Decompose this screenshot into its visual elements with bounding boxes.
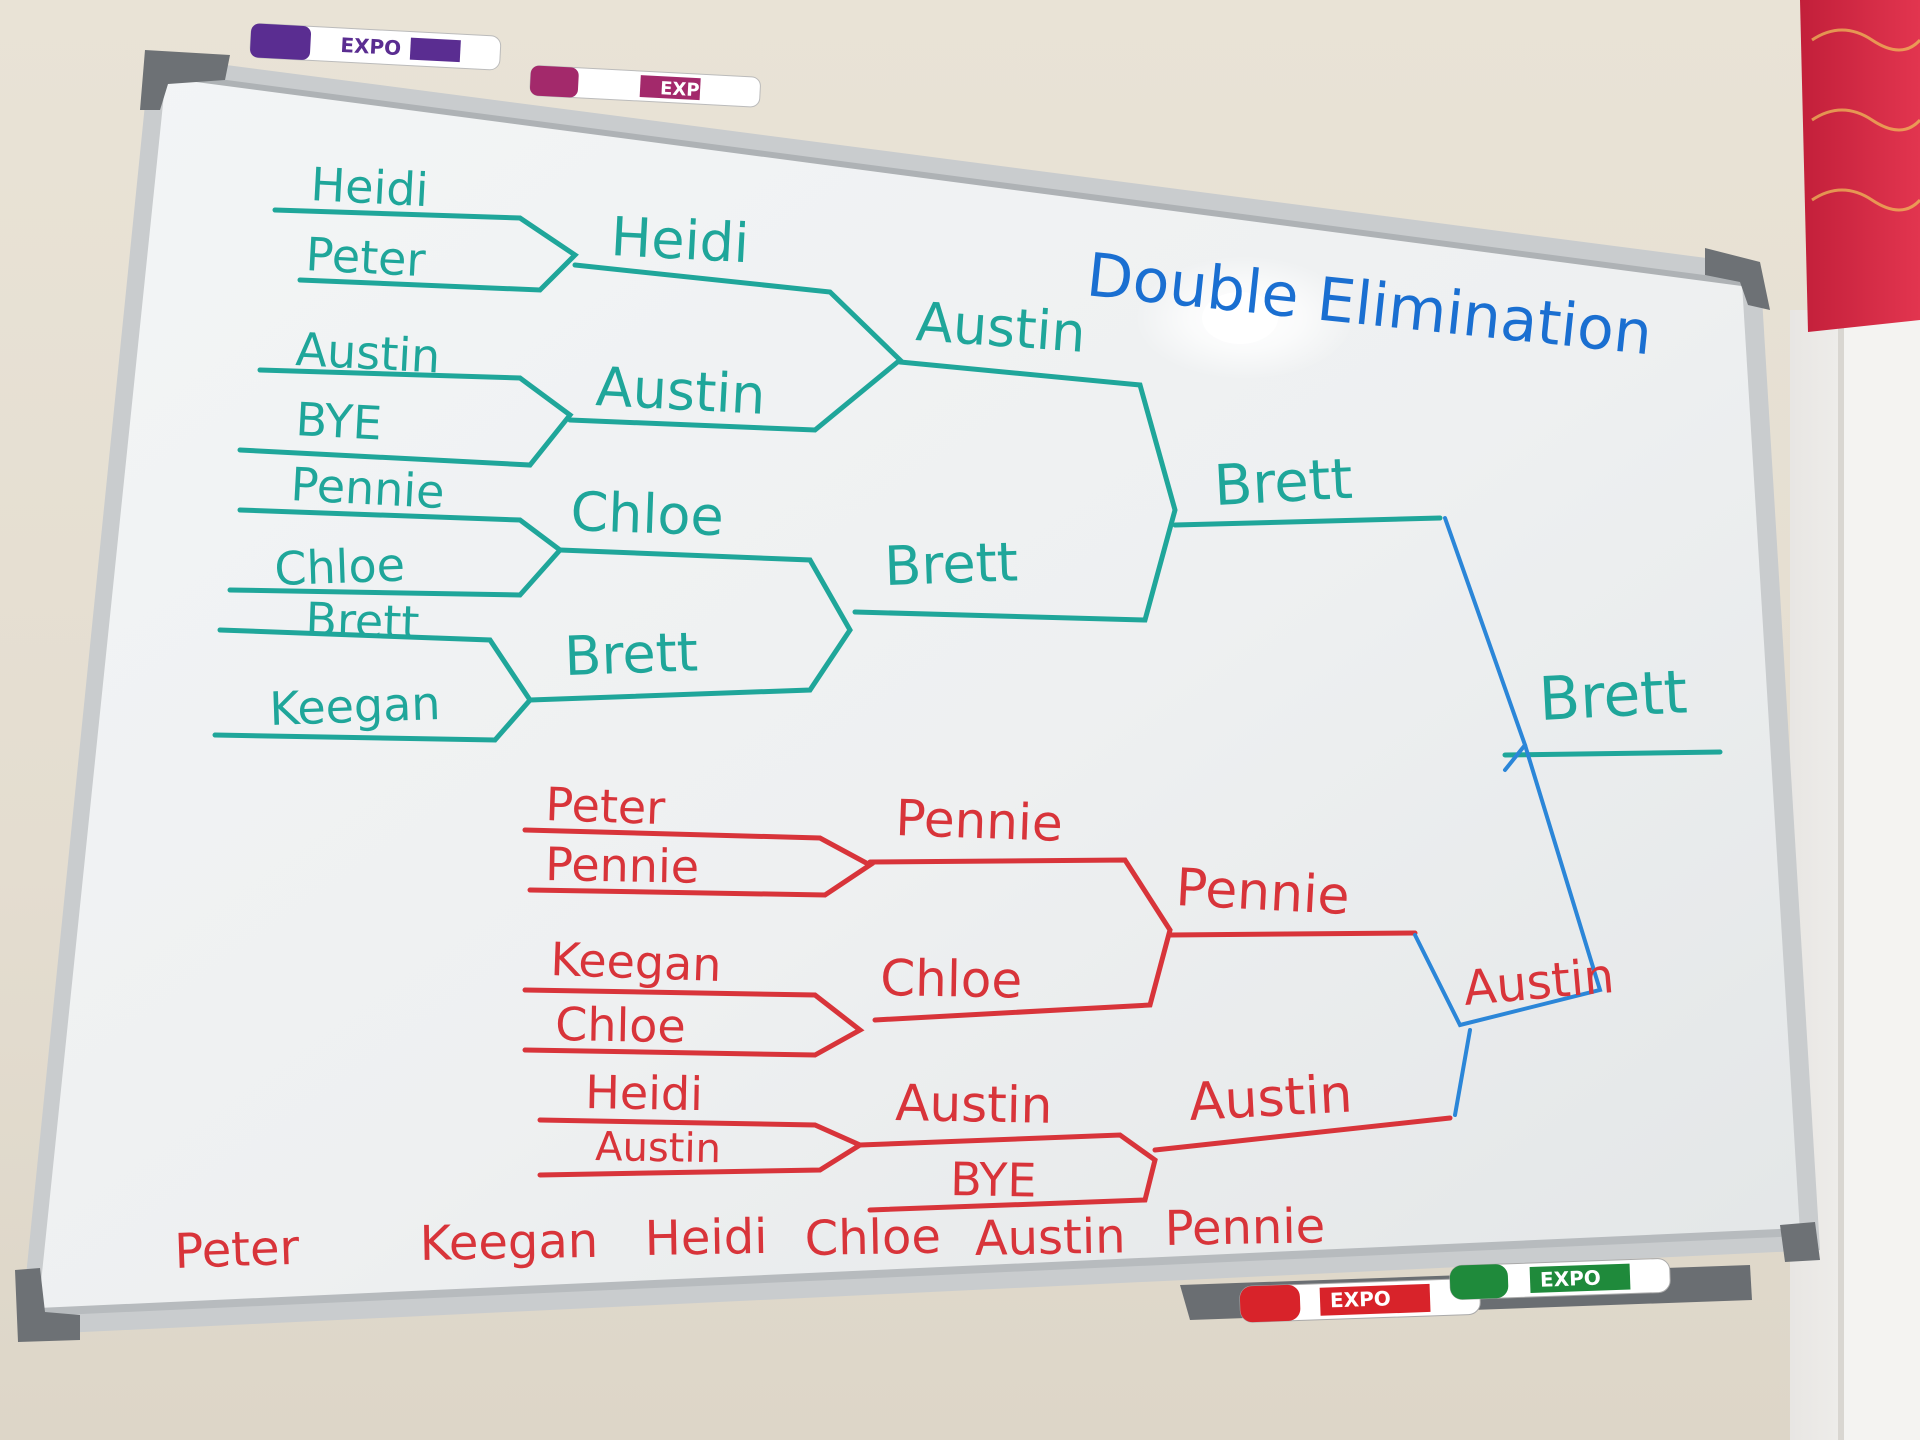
lr1-entry: Keegan: [550, 932, 723, 992]
eliminated-entry: Pennie: [1164, 1198, 1325, 1257]
wr1-entry: Keegan: [268, 676, 441, 736]
lr3-entry: Austin: [1188, 1065, 1354, 1133]
eliminated-entry: Keegan: [419, 1213, 598, 1272]
wr3-entry: Austin: [914, 290, 1088, 365]
lr1-entry: Heidi: [585, 1065, 704, 1121]
eliminated-entry: Peter: [173, 1220, 300, 1280]
marker-top-magenta: EXPO: [529, 65, 761, 108]
marker-brand-label: EXPO: [660, 78, 716, 102]
lr3-entry: Pennie: [1174, 858, 1351, 927]
marker-brand-label: EXPO: [1540, 1266, 1602, 1292]
lr2-entry: BYE: [950, 1152, 1037, 1207]
wr2-entry: Brett: [563, 620, 699, 688]
lr2-entry: Austin: [895, 1074, 1053, 1135]
eliminated-entry: Heidi: [644, 1209, 768, 1267]
wr1-entry: BYE: [294, 392, 383, 450]
winners-round2: Heidi Austin Chloe Brett: [563, 205, 767, 688]
wr2-entry: Austin: [594, 355, 767, 427]
window: [1790, 310, 1920, 1440]
wr1-entry: Pennie: [289, 457, 445, 519]
wr2-entry: Heidi: [609, 205, 750, 275]
wr3-entry: Brett: [883, 530, 1019, 598]
lr1-entry: Chloe: [555, 997, 686, 1053]
winners-final: Brett: [1212, 447, 1354, 519]
eliminated-entry: Chloe: [804, 1209, 941, 1267]
lr1-entry: Pennie: [545, 837, 700, 894]
lr2-entry: Chloe: [880, 949, 1023, 1009]
losers-bracket-lines: [522, 827, 1453, 1213]
winners-round1: Heidi Peter Austin BYE Pennie Chloe Bret…: [268, 157, 445, 736]
losers-final: Austin: [1461, 948, 1616, 1017]
wr1-entry: Brett: [305, 592, 421, 650]
eliminated-order: Peter Keegan Heidi Chloe Austin Pennie: [173, 1198, 1325, 1280]
grand-final-lines: [1413, 516, 1603, 1117]
wr1-entry: Heidi: [309, 157, 429, 217]
marker-red: EXPO: [1239, 1278, 1481, 1323]
champion: Brett: [1537, 657, 1689, 735]
wr1-entry: Peter: [304, 227, 426, 287]
wr1-entry: Austin: [294, 322, 441, 383]
marker-top-purple: EXPO: [249, 23, 502, 71]
losers-round2: Pennie Chloe Austin BYE: [880, 789, 1064, 1207]
marker-brand-label: EXPO: [340, 33, 402, 60]
wr2-entry: Chloe: [570, 480, 725, 548]
curtain: [1800, 0, 1920, 332]
losers-round1: Peter Pennie Keegan Chloe Heidi Austin: [545, 777, 723, 1172]
marker-tray: EXPO EXPO: [1180, 1258, 1752, 1323]
eliminated-entry: Austin: [974, 1208, 1126, 1267]
marker-brand-label: EXPO: [1330, 1286, 1392, 1312]
wr1-entry: Chloe: [273, 537, 405, 596]
winners-bracket-lines: [212, 207, 1723, 758]
lr1-entry: Austin: [595, 1124, 721, 1172]
lr2-entry: Pennie: [895, 789, 1064, 853]
winners-round3: Austin Brett: [883, 290, 1088, 598]
marker-green: EXPO: [1449, 1258, 1671, 1300]
lr1-entry: Peter: [545, 777, 667, 835]
losers-round3: Pennie Austin: [1174, 858, 1354, 1133]
